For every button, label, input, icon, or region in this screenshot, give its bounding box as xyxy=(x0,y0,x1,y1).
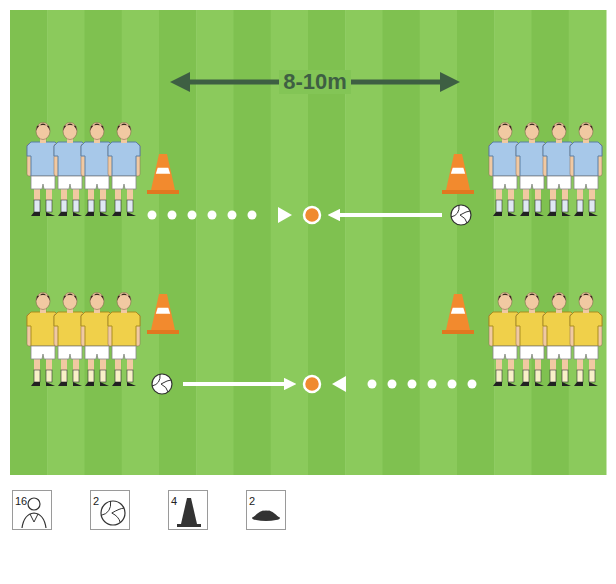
dimension-label: 8-10m xyxy=(279,70,351,94)
equipment-count-box: 2 xyxy=(90,490,130,530)
pitch-stripe xyxy=(122,10,160,475)
cone-icon xyxy=(177,498,201,527)
player-figure xyxy=(54,123,86,217)
pitch-stripe xyxy=(569,10,607,475)
equipment-icons xyxy=(22,498,280,528)
football-pitch xyxy=(10,10,607,475)
player-figure xyxy=(516,293,548,387)
player-group xyxy=(489,123,602,217)
player-figure xyxy=(570,293,602,387)
pitch-stripe xyxy=(10,10,48,475)
player-figure xyxy=(81,123,113,217)
pass-arrow xyxy=(183,382,290,386)
pitch-stripe xyxy=(494,10,532,475)
player-figure xyxy=(54,293,86,387)
ball-symbol xyxy=(152,374,172,394)
player-group xyxy=(27,123,140,217)
equipment-count-box: 16 xyxy=(12,490,52,530)
cone-symbol xyxy=(442,154,474,194)
pass-arrow xyxy=(334,213,442,217)
player-group xyxy=(27,293,140,387)
dribble-path xyxy=(332,376,477,392)
cone-symbol xyxy=(147,294,179,334)
marker-disc-icon xyxy=(252,508,280,522)
player-figure xyxy=(489,123,521,217)
target-marker xyxy=(304,376,320,392)
cone-symbol xyxy=(147,154,179,194)
player-figure xyxy=(516,123,548,217)
player-figure xyxy=(27,293,59,387)
count-number: 2 xyxy=(247,494,257,508)
pitch-stripe xyxy=(532,10,570,475)
player-figure xyxy=(27,123,59,217)
ball-symbol xyxy=(101,501,125,525)
dribble-path xyxy=(148,207,293,223)
target-marker xyxy=(304,207,320,223)
ball-symbol xyxy=(451,205,471,225)
cone-symbol xyxy=(442,294,474,334)
count-number: 4 xyxy=(169,494,179,508)
player-group xyxy=(489,293,602,387)
pitch-stripe xyxy=(457,10,495,475)
player-figure xyxy=(108,293,140,387)
player-figure xyxy=(108,123,140,217)
count-number: 16 xyxy=(13,494,29,508)
player-figure xyxy=(489,293,521,387)
pitch-stripe xyxy=(85,10,123,475)
player-figure xyxy=(570,123,602,217)
player-figure xyxy=(543,123,575,217)
player-figure xyxy=(543,293,575,387)
pitch-stripe xyxy=(47,10,85,475)
count-number: 2 xyxy=(91,494,101,508)
player-figure xyxy=(81,293,113,387)
equipment-count-box: 4 xyxy=(168,490,208,530)
equipment-count-box: 2 xyxy=(246,490,286,530)
